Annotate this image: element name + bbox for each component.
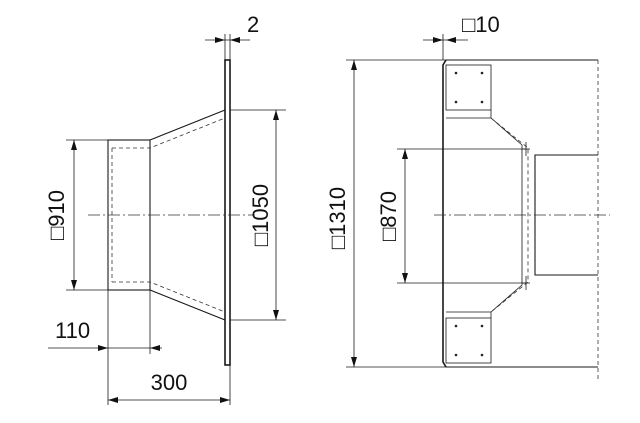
dim-wall-thickness: □10 <box>423 12 500 60</box>
dim-outer-square: □1310 <box>325 59 446 368</box>
arrow-head <box>220 397 230 403</box>
bolt-hole <box>454 71 458 75</box>
dim-label-2: 2 <box>247 12 259 37</box>
arrow-head <box>215 37 225 43</box>
arrow-head <box>71 140 77 150</box>
dim-total-length: 300 <box>108 365 231 405</box>
dim-opening-square: □870 <box>376 148 526 284</box>
bolt-hole <box>480 324 484 328</box>
hidden-line-top <box>112 117 226 149</box>
arrow-head <box>273 310 279 320</box>
bolt-hole <box>480 100 484 104</box>
dim-label-870: □870 <box>376 191 401 241</box>
dim-inlet-length: 110 <box>48 290 162 405</box>
dim-flange-square: □1050 <box>230 109 286 321</box>
arrow-head <box>433 37 443 43</box>
bolt-hole <box>480 71 484 75</box>
cone-bottom-edge <box>149 289 226 321</box>
arrow-head <box>150 345 160 351</box>
transition-edge <box>490 110 523 318</box>
arrow-head <box>402 273 408 283</box>
dim-label-910: □910 <box>44 190 69 240</box>
bolt-box-top <box>445 64 492 111</box>
arrow-head <box>351 60 357 70</box>
dim-label-110: 110 <box>55 318 90 343</box>
side-view <box>88 59 255 366</box>
dim-inlet-square: □910 <box>44 139 108 291</box>
dim-label-300: 300 <box>151 370 188 395</box>
arrow-head <box>230 37 240 43</box>
front-view <box>434 59 610 380</box>
dim-flange-thickness: 2 <box>205 12 259 60</box>
arrow-head <box>71 280 77 290</box>
arrow-head <box>446 37 456 43</box>
dim-label-1310: □1310 <box>325 187 350 249</box>
bolt-box-bottom <box>445 317 492 364</box>
hidden-transition <box>490 117 529 313</box>
arrow-head <box>351 357 357 367</box>
dim-label-1050: □1050 <box>248 184 273 246</box>
bolt-hole <box>454 353 458 357</box>
bolt-hole <box>480 353 484 357</box>
dim-label-10: □10 <box>462 12 500 37</box>
hidden-line-bottom <box>112 281 226 313</box>
bolt-hole <box>454 100 458 104</box>
arrow-head <box>402 149 408 159</box>
cone-top-edge <box>149 109 226 141</box>
arrow-head <box>108 397 118 403</box>
outer-plate-edge <box>442 59 447 368</box>
flange-plate <box>224 59 231 366</box>
arrow-head <box>98 345 108 351</box>
bolt-hole <box>454 324 458 328</box>
arrow-head <box>273 110 279 120</box>
